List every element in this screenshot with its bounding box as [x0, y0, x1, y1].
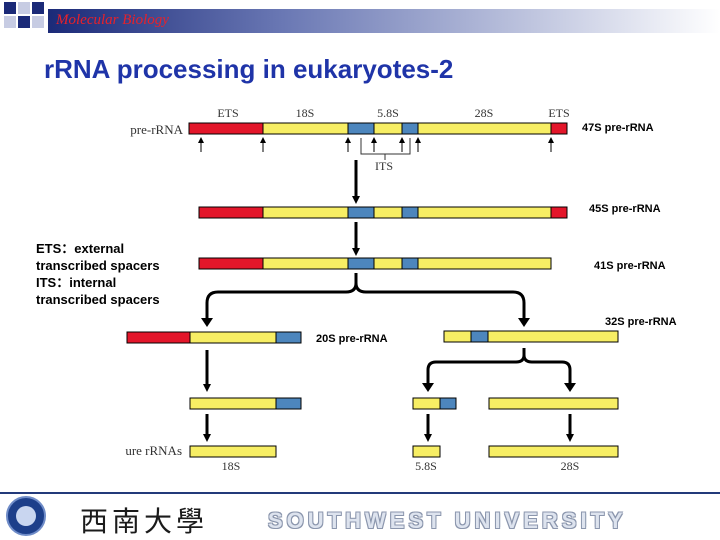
label-its: ITS [375, 159, 393, 173]
product-5-8s: 5.8S [415, 459, 437, 473]
label-32s: 32S pre-rRNA [605, 316, 677, 328]
label-41s: 41S pre-rRNA [594, 260, 666, 272]
label-18s: 18S [296, 106, 315, 120]
decor-square [32, 2, 44, 14]
label-5-8s: 5.8S [377, 106, 399, 120]
transcript-47s [188, 122, 568, 135]
university-name-english: SOUTHWEST UNIVERSITY [268, 508, 627, 533]
abbreviation-notes: ETS：external transcribed spacers ITS：int… [36, 240, 160, 308]
label-28s: 28S [475, 106, 494, 120]
transcript-45s [198, 206, 568, 219]
transcript-41s [198, 257, 552, 270]
intermediate-28s-row [488, 397, 619, 410]
cleavage-site-arrows [198, 137, 554, 152]
footer-divider [0, 492, 720, 494]
its-bracket [360, 138, 411, 160]
label-ets-right: ETS [548, 106, 569, 120]
label-45s: 45S pre-rRNA [589, 203, 661, 215]
decor-square [32, 16, 44, 28]
decor-square [4, 16, 16, 28]
note-line: ETS：external [36, 241, 125, 256]
university-footer: 西南大學 SOUTHWEST UNIVERSITY [0, 492, 720, 540]
header-band [48, 9, 720, 33]
split-brace [205, 273, 526, 318]
note-line: transcribed spacers [36, 258, 160, 273]
decor-square [4, 2, 16, 14]
university-seal-logo [6, 496, 46, 536]
mature-rrnas [189, 445, 619, 458]
label-mature-rrnas: ure rRNAs [125, 443, 182, 458]
label-pre-rrna: pre-rRNA [130, 122, 183, 137]
university-name-chinese: 西南大學 [80, 505, 209, 538]
intermediate-5-8s-row [412, 397, 457, 410]
product-28s: 28S [561, 459, 580, 473]
intermediate-18s-row [189, 397, 302, 410]
split-brace-32s [426, 348, 572, 383]
decor-square [18, 2, 30, 14]
course-title: Molecular Biology [56, 12, 169, 28]
note-line: ITS：internal [36, 275, 117, 290]
slide-header: Molecular Biology [0, 0, 720, 34]
label-ets-left: ETS [217, 106, 238, 120]
label-47s: 47S pre-rRNA [582, 122, 654, 134]
decor-square [18, 16, 30, 28]
transcript-32s [443, 330, 619, 343]
label-20s: 20S pre-rRNA [316, 333, 388, 345]
transcript-20s [126, 331, 302, 344]
product-18s: 18S [222, 459, 241, 473]
note-line: transcribed spacers [36, 292, 160, 307]
slide-title: rRNA processing in eukaryotes-2 [44, 54, 454, 84]
